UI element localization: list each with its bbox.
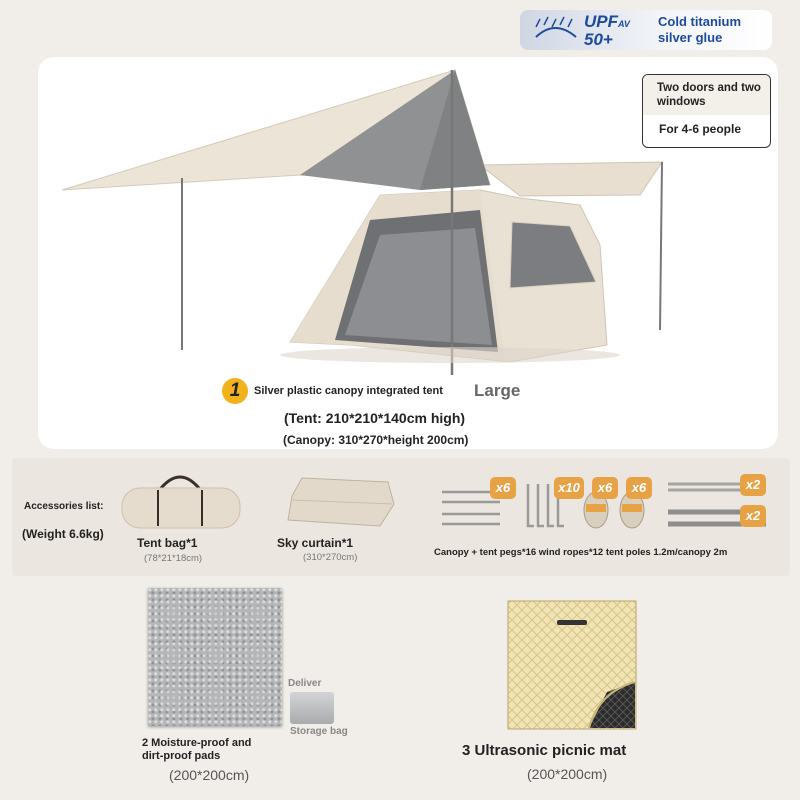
tent-dimensions: (Tent: 210*210*140cm high): [284, 410, 466, 426]
accessories-title: Accessories list:: [24, 501, 104, 512]
qty-badge: x10: [554, 477, 584, 499]
picnic-mat-label: 3 Ultrasonic picnic mat: [462, 742, 627, 759]
doors-windows-text: Two doors and two windows: [643, 75, 770, 115]
item-number-badge: 1: [222, 378, 248, 404]
moisture-pad-label: 2 Moisture-proof and dirt-proof pads: [142, 737, 252, 762]
qty-badge: x2: [740, 474, 766, 496]
canopy-dimensions: (Canopy: 310*270*height 200cm): [283, 433, 469, 447]
feature-box: Two doors and two windows For 4-6 people: [642, 74, 771, 148]
tent-name: Silver plastic canopy integrated tent: [254, 385, 443, 397]
moisture-pad-image: [148, 588, 282, 726]
pegs-ropes-poles-label: Canopy + tent pegs*16 wind ropes*12 tent…: [434, 547, 728, 558]
accessories-weight: (Weight 6.6kg): [22, 527, 104, 541]
picnic-mat-size: (200*200cm): [527, 766, 608, 782]
tent-bag-image: [121, 475, 241, 529]
qty-badge: x6: [490, 477, 516, 499]
tent-illustration: [61, 69, 663, 375]
qty-badge: x6: [592, 477, 618, 499]
upf-rating: UPFAV 50+: [584, 11, 630, 49]
picnic-mat-image: [507, 600, 637, 730]
sky-curtain-image: [287, 477, 395, 527]
storage-bag-image: [290, 692, 334, 724]
deliver-label: Deliver: [288, 678, 322, 689]
storage-bag-label: Storage bag: [290, 726, 348, 737]
sky-curtain-size: (310*270cm): [303, 552, 358, 563]
sky-curtain-label: Sky curtain*1: [277, 536, 354, 550]
capacity-text: For 4-6 people: [659, 122, 742, 136]
size-label: Large: [474, 381, 521, 400]
tent-bag-size: (78*21*18cm): [144, 553, 203, 564]
rain-shield-icon: [535, 16, 577, 38]
qty-badge: x2: [740, 505, 766, 527]
tent-bag-label: Tent bag*1: [137, 536, 198, 550]
moisture-pad-size: (200*200cm): [169, 767, 250, 783]
qty-badge: x6: [626, 477, 652, 499]
